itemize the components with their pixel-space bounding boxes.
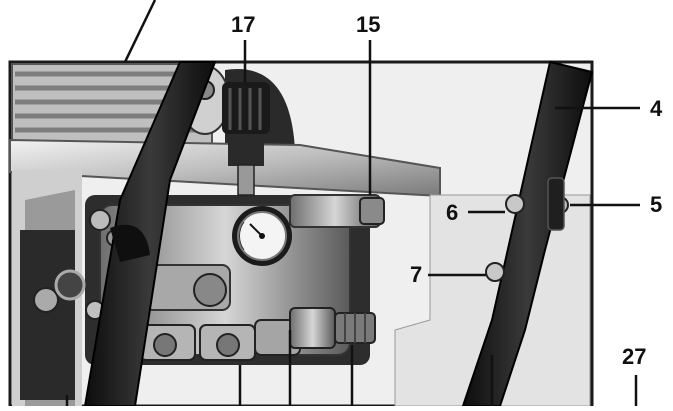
callout-15: 15 [356,12,381,37]
callout-6: 6 [446,200,459,225]
callout-4: 4 [650,96,663,121]
callout-17: 17 [231,12,256,37]
leader-lines [65,0,640,406]
callout-5: 5 [650,192,663,217]
adjust-knob-icon [222,82,270,196]
callout-27: 27 [622,344,647,369]
hose-nozzle-icon [289,307,376,349]
relief-valve [289,194,385,228]
callout-7: 7 [410,262,423,287]
pressure-gauge-icon [232,206,292,266]
